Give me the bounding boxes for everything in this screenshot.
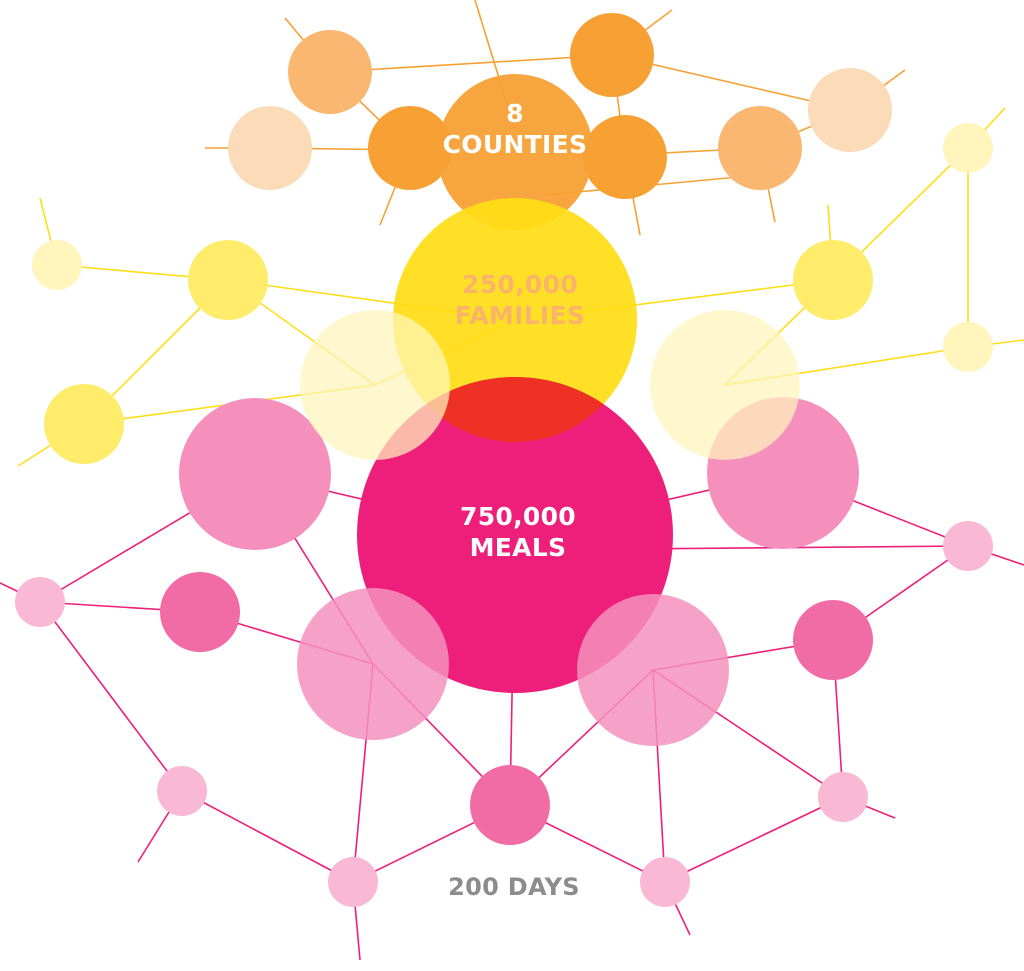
network-nodes: [15, 13, 993, 907]
pink-node: [179, 398, 331, 550]
connector-line: [39, 601, 183, 792]
days-label: 200 DAYS: [448, 873, 580, 901]
orange-node: [583, 115, 667, 199]
orange-node: [808, 68, 892, 152]
pink-node: [818, 772, 868, 822]
orange-node: [288, 30, 372, 114]
pink-node: [577, 594, 729, 746]
yellow-node: [188, 240, 268, 320]
yellow-node: [793, 240, 873, 320]
pink-node: [15, 577, 65, 627]
yellow-node: [650, 310, 800, 460]
counties-word: COUNTIES: [442, 129, 588, 159]
orange-node: [718, 106, 802, 190]
connector-line: [329, 54, 613, 73]
counties-label: 8 COUNTIES: [415, 99, 615, 160]
meals-label: 750,000 MEALS: [418, 502, 618, 563]
pink-node: [943, 521, 993, 571]
yellow-node: [943, 322, 993, 372]
yellow-node: [44, 384, 124, 464]
yellow-node: [943, 123, 993, 173]
pink-node: [470, 765, 550, 845]
orange-node: [570, 13, 654, 97]
connector-line: [664, 796, 844, 883]
meals-word: MEALS: [469, 532, 567, 562]
yellow-node: [300, 310, 450, 460]
families-label: 250,000 FAMILIES: [420, 270, 620, 331]
pink-node: [328, 857, 378, 907]
orange-node: [228, 106, 312, 190]
pink-node: [640, 857, 690, 907]
meals-number: 750,000: [460, 502, 576, 531]
pink-node: [297, 588, 449, 740]
families-circle: [393, 198, 637, 442]
orange-node: [368, 106, 452, 190]
yellow-node: [32, 240, 82, 290]
connector-line: [181, 790, 354, 883]
counties-number: 8: [506, 99, 524, 128]
pink-node: [157, 766, 207, 816]
meals-circle: [357, 377, 673, 693]
pink-node: [793, 600, 873, 680]
pink-node: [160, 572, 240, 652]
counties-circle: [437, 74, 593, 230]
families-number: 250,000: [462, 270, 578, 299]
families-word: FAMILIES: [454, 300, 586, 330]
